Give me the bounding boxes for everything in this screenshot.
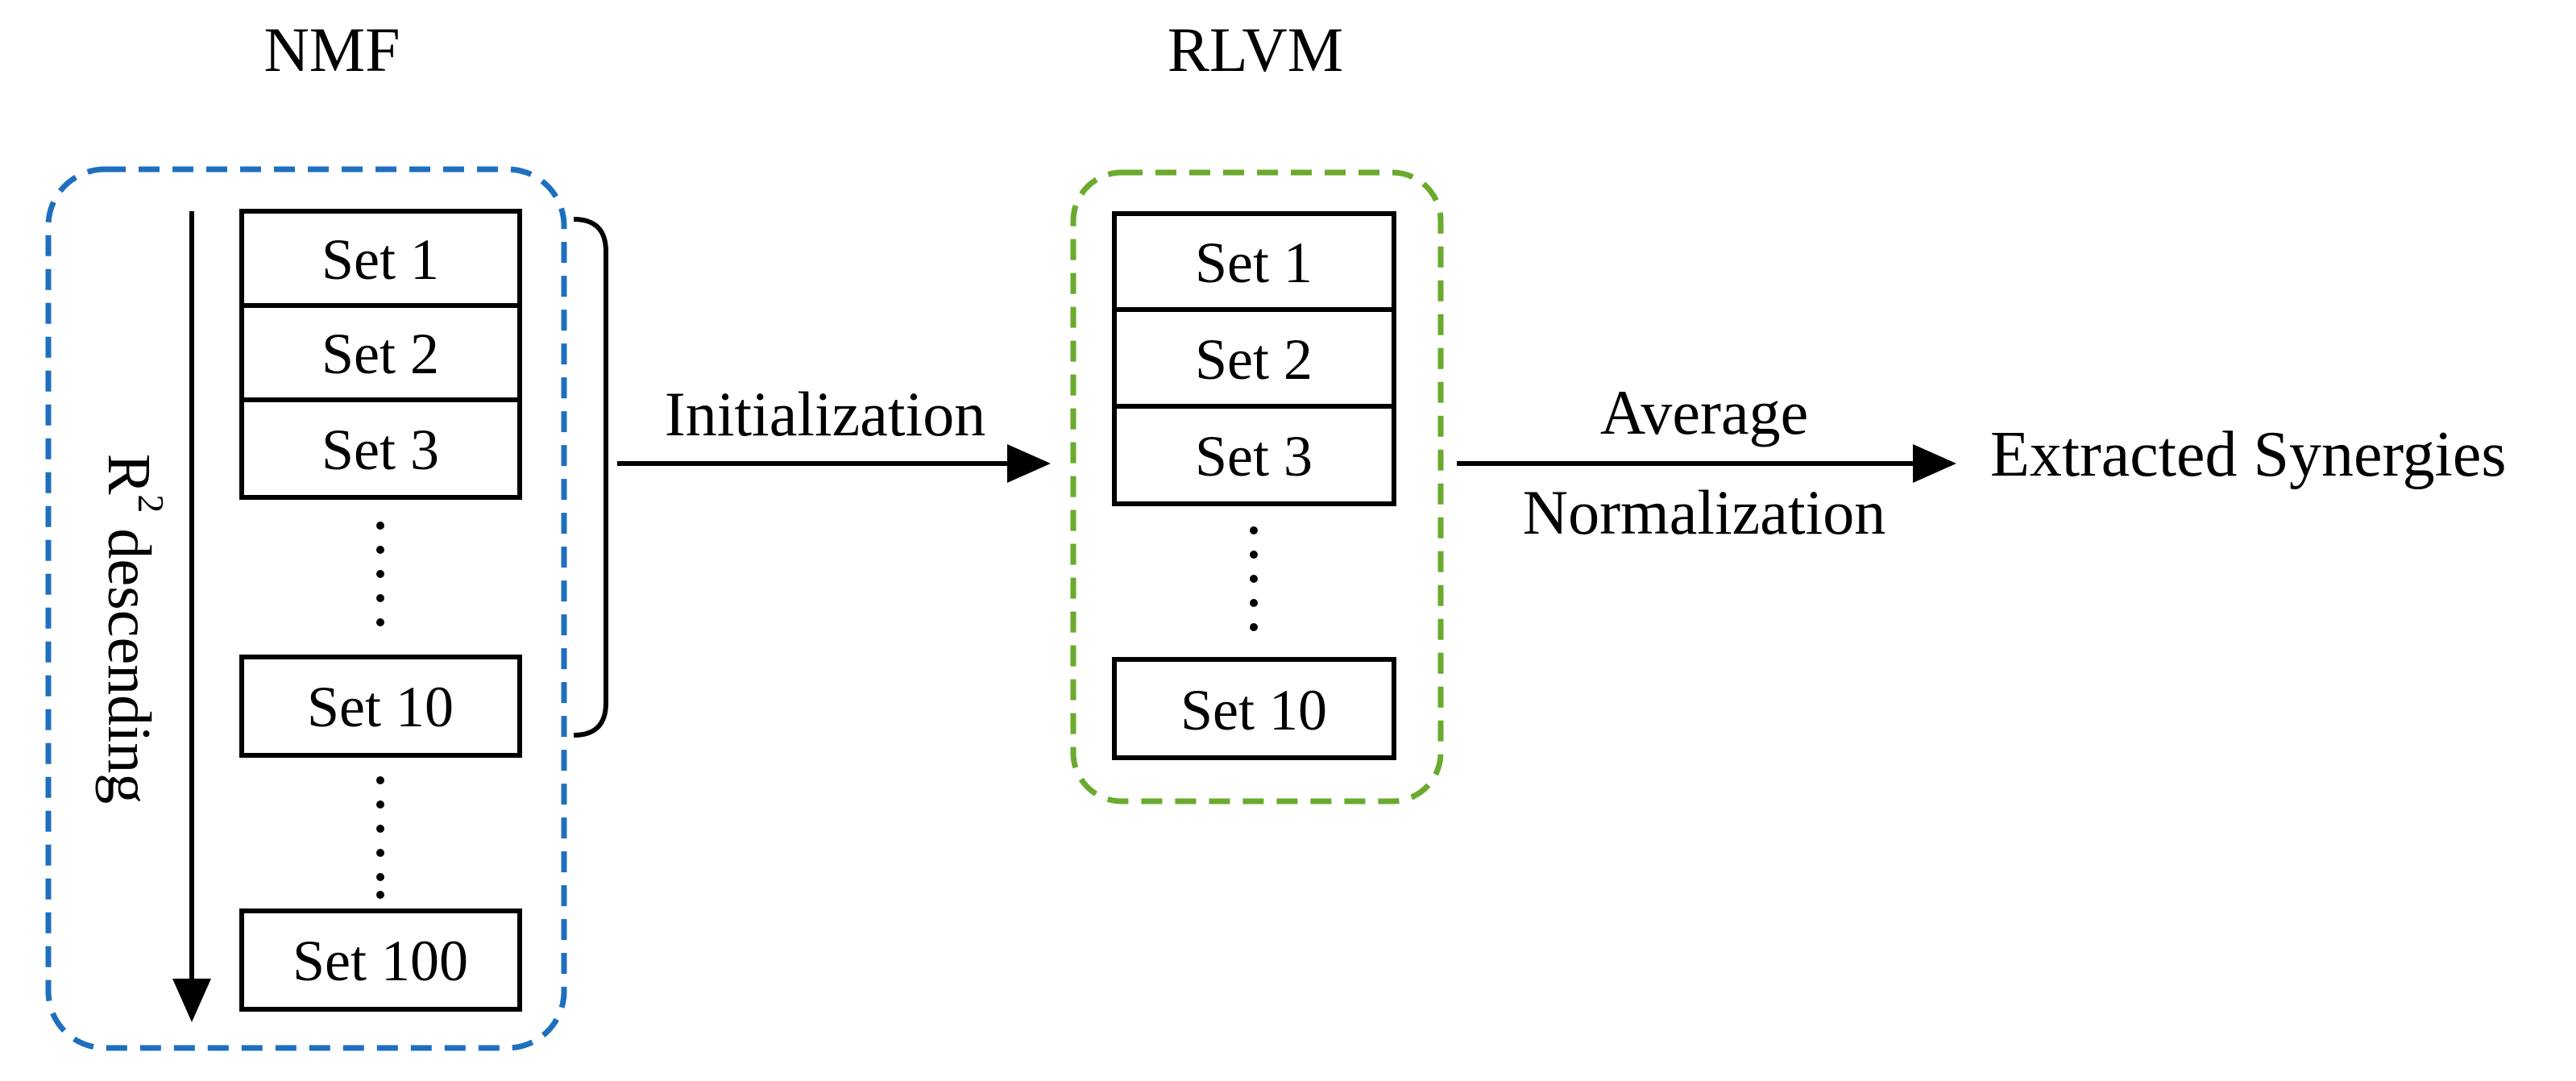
nmf-ellipsis-upper (376, 522, 384, 626)
extracted-synergies-label: Extracted Synergies (1990, 419, 2507, 490)
rlvm-group-border (1070, 169, 1444, 805)
rlvm-set-2-label: Set 2 (1195, 327, 1313, 392)
nmf-set-3-box (239, 397, 522, 500)
rlvm-set-10-box (1112, 657, 1396, 760)
rlvm-title: RLVM (1168, 15, 1343, 85)
nmf-ellipsis-lower (376, 776, 384, 899)
nmf-set-100-box (239, 908, 522, 1012)
nmf-set-10-box (239, 655, 522, 758)
r2-label-r: R (95, 454, 163, 495)
rlvm-set-10-label: Set 10 (1180, 678, 1327, 742)
rlvm-set-3-label: Set 3 (1195, 424, 1313, 489)
nmf-set-3-label: Set 3 (321, 418, 439, 482)
r2-label-rest: descending (95, 513, 163, 804)
average-label: Average (1600, 377, 1808, 447)
rlvm-set-2-box (1112, 307, 1396, 409)
rlvm-ellipsis (1250, 526, 1258, 631)
initialization-label: Initialization (665, 379, 986, 449)
nmf-title: NMF (263, 15, 400, 85)
normalization-label: Normalization (1523, 477, 1886, 547)
nmf-set-2-label: Set 2 (321, 322, 439, 386)
rlvm-set-1-label: Set 1 (1195, 231, 1313, 295)
nmf-set-1-label: Set 1 (321, 227, 439, 292)
nmf-group-border (45, 166, 567, 1051)
nmf-set-10-label: Set 10 (307, 675, 454, 739)
r2-label-sup: 2 (131, 494, 172, 513)
r2-descending-label: R2 descending (95, 454, 172, 805)
top10-bracket (573, 217, 608, 738)
nmf-set-100-label: Set 100 (292, 929, 468, 993)
rlvm-set-3-box (1112, 404, 1396, 506)
